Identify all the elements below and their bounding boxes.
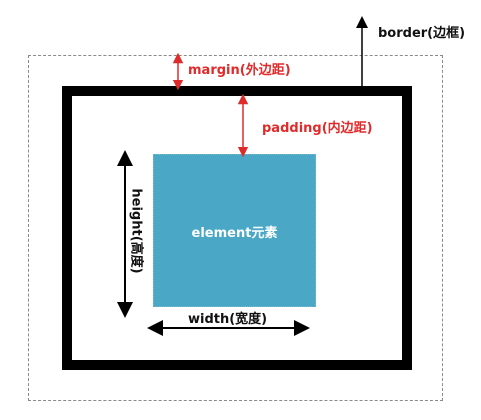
padding-label: padding(内边距) [262,121,373,136]
border-label: border(边框) [378,26,466,41]
margin-area-outline [28,55,443,401]
width-label: width(宽度) [188,312,268,327]
margin-label: margin(外边距) [188,63,291,78]
element-label: element元素 [191,226,278,241]
height-label: height(高度) [128,188,144,274]
element-content-box: element元素 [153,154,316,307]
